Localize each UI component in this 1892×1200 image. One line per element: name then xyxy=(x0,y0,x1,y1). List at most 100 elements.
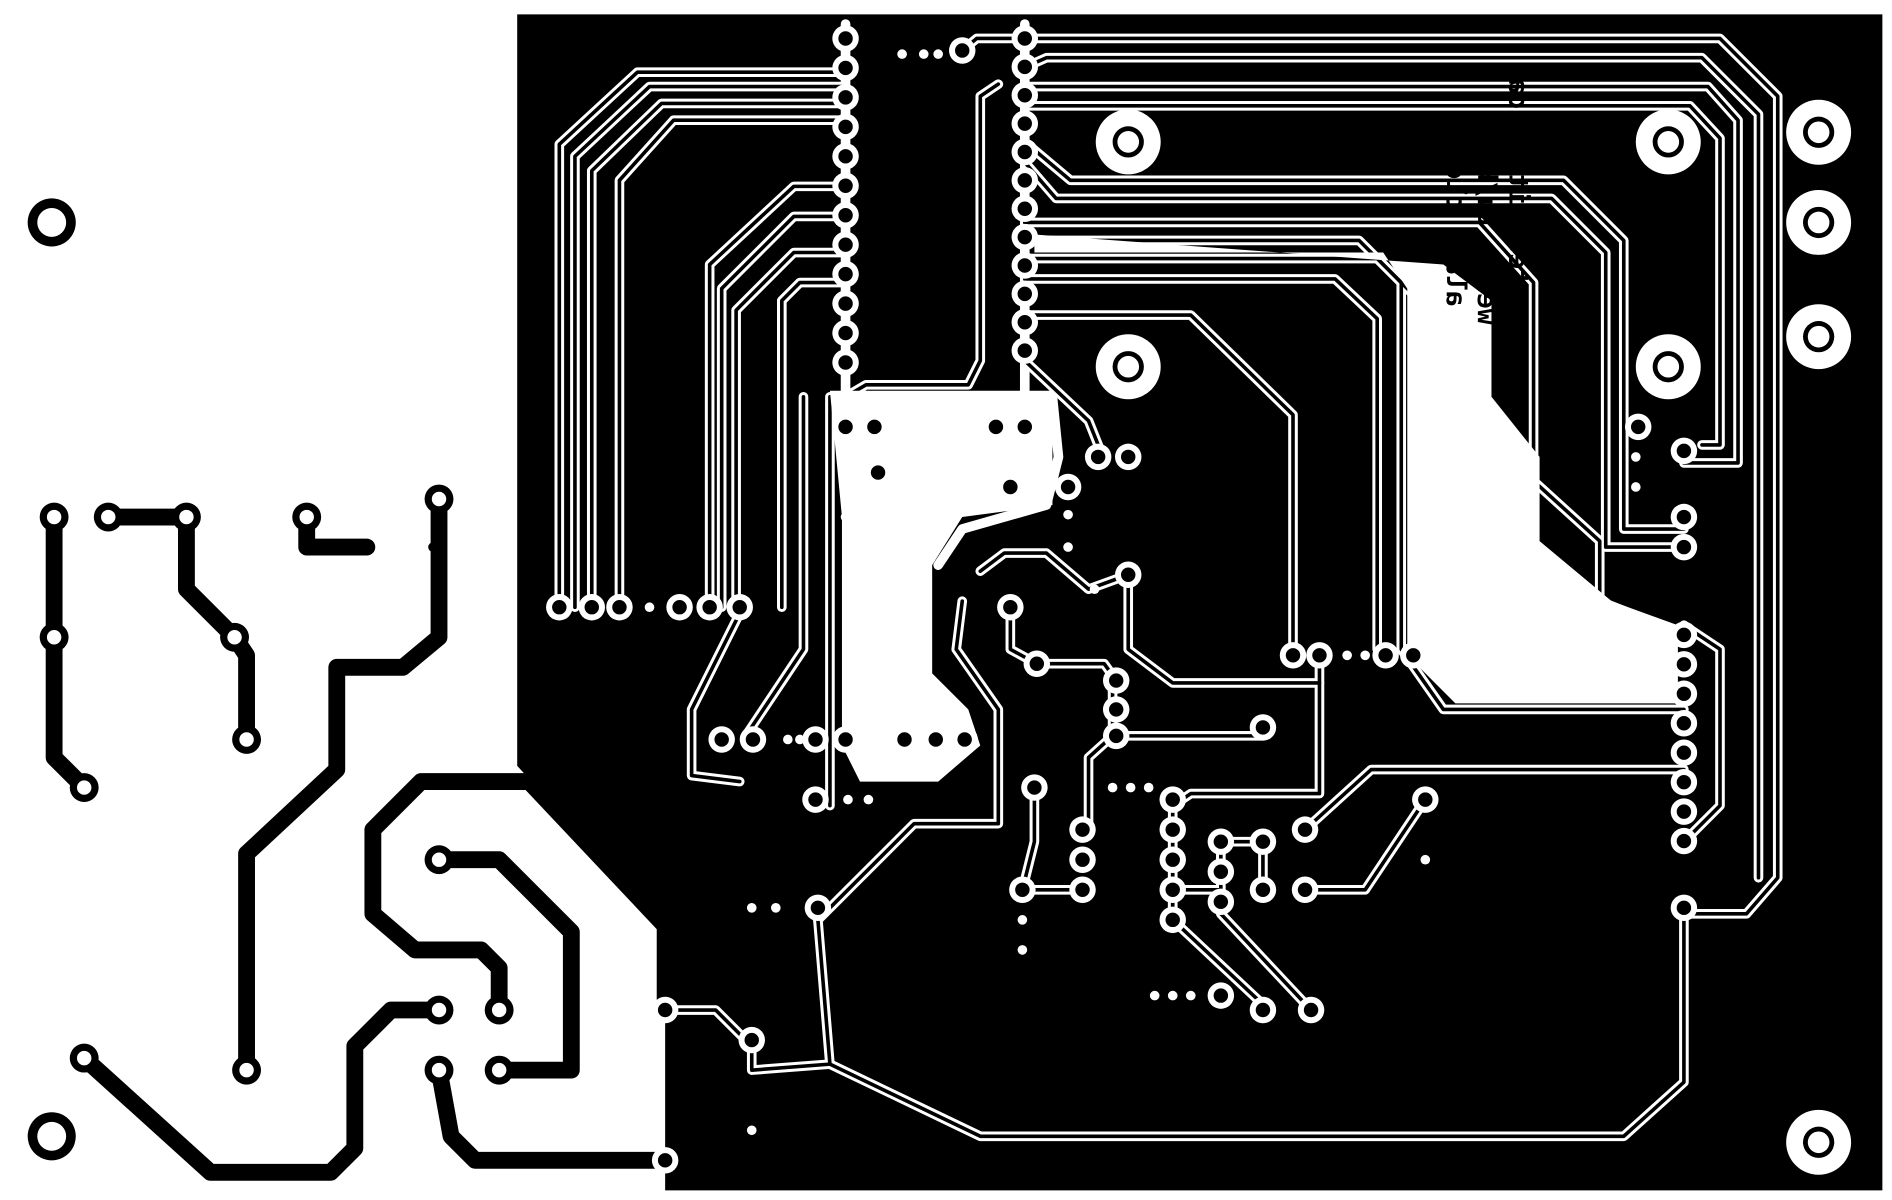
pad xyxy=(606,593,633,621)
pad xyxy=(832,202,859,229)
pad xyxy=(292,502,322,532)
pad xyxy=(1102,696,1130,723)
pad xyxy=(1159,786,1186,813)
mount-hole-bottom-right xyxy=(1786,1109,1852,1175)
pad xyxy=(1011,82,1039,109)
pad xyxy=(1670,621,1698,649)
pad xyxy=(739,726,767,753)
pad xyxy=(997,473,1024,501)
pad xyxy=(69,1043,99,1073)
mount-hole-top-mid xyxy=(1095,109,1161,175)
vias xyxy=(181,49,1641,1136)
pad xyxy=(1159,906,1186,934)
pad xyxy=(220,622,249,652)
via xyxy=(918,49,929,59)
off-board-traces xyxy=(45,490,674,1181)
pad xyxy=(1084,443,1112,471)
pad xyxy=(1624,413,1652,441)
via xyxy=(1149,990,1160,1001)
pad xyxy=(832,260,859,288)
pad xyxy=(69,773,99,803)
pad xyxy=(1249,996,1277,1024)
pad xyxy=(891,726,918,753)
pad xyxy=(951,726,978,753)
pad xyxy=(1291,876,1319,904)
pad xyxy=(1249,714,1277,741)
pads-on-board xyxy=(546,25,1698,1174)
pad xyxy=(424,1055,454,1085)
pad xyxy=(708,726,735,753)
pad xyxy=(1207,888,1235,916)
copper-pour xyxy=(517,14,1883,1191)
pad xyxy=(1114,443,1142,471)
pad xyxy=(832,726,859,753)
via xyxy=(1630,452,1641,462)
pad xyxy=(1249,828,1277,855)
pad xyxy=(1306,642,1333,669)
pad xyxy=(93,502,123,532)
pad xyxy=(1069,876,1096,904)
via xyxy=(1017,915,1028,925)
mount-hole-right-mid xyxy=(1635,334,1701,400)
pad xyxy=(949,37,976,64)
pad xyxy=(39,622,69,652)
pad xyxy=(802,786,829,813)
via xyxy=(1017,945,1028,955)
pad xyxy=(651,1147,679,1174)
pad xyxy=(1011,167,1039,194)
mount-hole-far-right-2 xyxy=(1786,189,1852,255)
via xyxy=(1107,782,1118,793)
pad xyxy=(1297,996,1325,1024)
via xyxy=(1143,782,1154,793)
pad xyxy=(1023,650,1051,677)
pad xyxy=(738,1026,765,1054)
pad xyxy=(1011,252,1039,279)
pad xyxy=(1159,816,1186,843)
pad xyxy=(1400,642,1427,669)
via xyxy=(644,602,655,613)
via xyxy=(795,734,805,745)
pad xyxy=(1670,503,1698,531)
pad xyxy=(1670,651,1698,678)
pad xyxy=(1279,642,1307,669)
pad xyxy=(484,1055,514,1085)
pad xyxy=(1159,846,1186,873)
mount-hole-mid xyxy=(1095,334,1161,400)
pad xyxy=(1069,816,1096,843)
silkscreen-label: created with kicad weigu.lu/b alarm cloc… xyxy=(1440,62,1534,348)
pad xyxy=(832,143,859,170)
pad xyxy=(1011,337,1039,364)
pad xyxy=(982,413,1010,441)
pad xyxy=(578,593,606,621)
pad xyxy=(1102,722,1130,750)
via xyxy=(746,903,757,913)
pad xyxy=(997,593,1024,621)
pad xyxy=(546,593,573,621)
pad xyxy=(1011,25,1039,52)
pad xyxy=(1207,828,1235,855)
pad xyxy=(1670,894,1698,922)
pad xyxy=(1102,667,1130,694)
pads-off-board xyxy=(39,484,514,1085)
pad xyxy=(1372,642,1399,669)
pad xyxy=(696,593,723,621)
pad xyxy=(804,894,832,922)
pad xyxy=(424,484,454,514)
pad xyxy=(1011,53,1039,81)
via xyxy=(897,49,907,59)
via xyxy=(879,590,889,600)
pad xyxy=(172,502,201,532)
via xyxy=(1063,509,1073,520)
mount-hole-top-right xyxy=(1635,109,1701,175)
pad xyxy=(832,231,859,258)
via xyxy=(1342,650,1352,661)
pad xyxy=(1670,739,1698,766)
via xyxy=(933,49,943,59)
silk-line-created: created with kicad xyxy=(1503,62,1534,348)
via xyxy=(861,590,871,600)
mount-hole-far-right-1 xyxy=(1786,99,1852,165)
via xyxy=(783,734,793,745)
via xyxy=(181,542,192,552)
via xyxy=(770,903,781,913)
